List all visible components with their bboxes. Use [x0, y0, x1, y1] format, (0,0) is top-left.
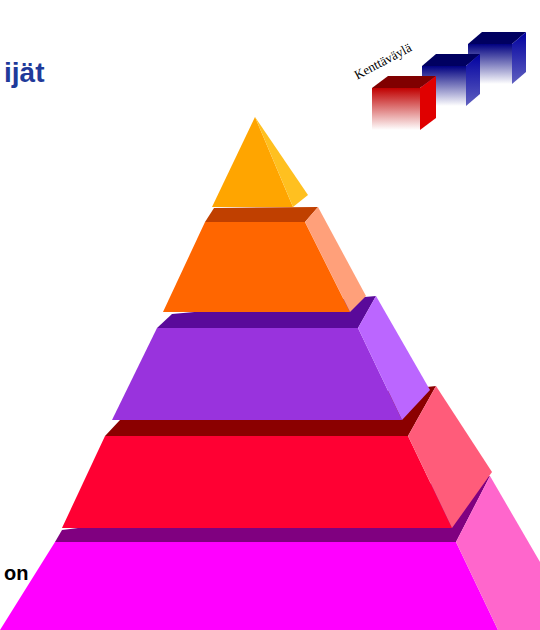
- slide-title: ijät: [4, 58, 44, 89]
- level-label: on: [4, 562, 28, 584]
